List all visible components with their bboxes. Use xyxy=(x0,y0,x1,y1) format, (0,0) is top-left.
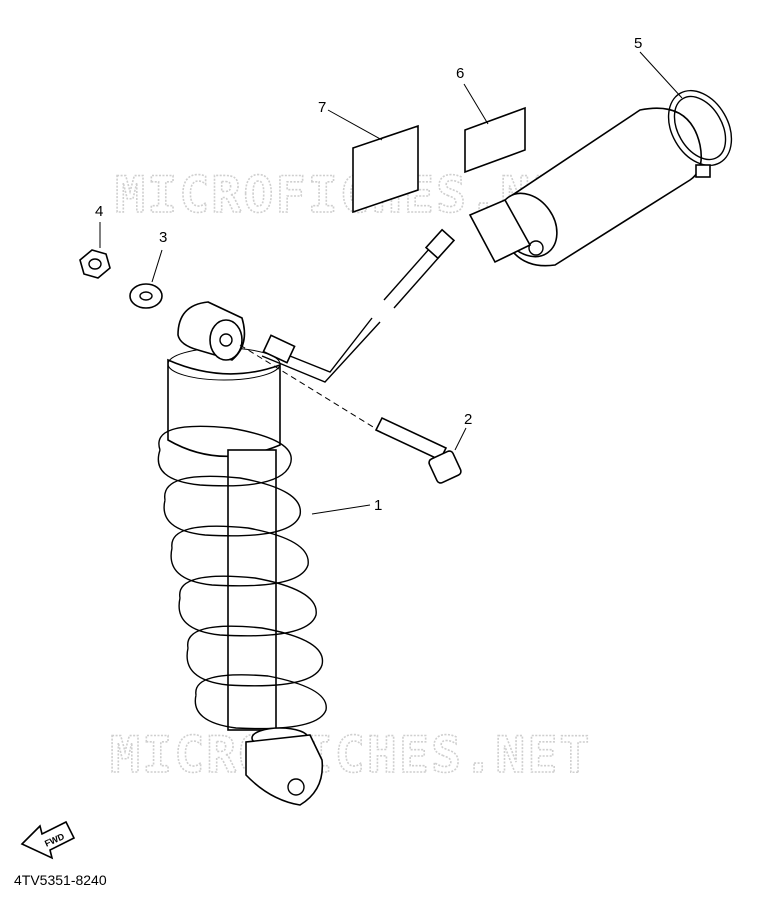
nut xyxy=(79,249,111,279)
watermark-bottom: MICROFICHES.NET xyxy=(110,726,592,784)
callout-7: 7 xyxy=(318,99,326,116)
callout-6: 6 xyxy=(456,65,464,82)
label-plate-6 xyxy=(464,106,526,174)
diagram-part-number: 4TV5351-8240 xyxy=(14,872,107,888)
shock-absorber xyxy=(157,301,327,806)
reservoir-canister xyxy=(468,89,733,267)
fwd-arrow-icon: FWD xyxy=(20,820,76,860)
callout-5: 5 xyxy=(634,35,642,52)
coil-spring xyxy=(157,425,327,730)
callout-3: 3 xyxy=(159,229,167,246)
washer xyxy=(129,283,163,309)
reservoir-hose xyxy=(261,228,456,383)
mounting-bolt xyxy=(239,344,462,484)
callout-1: 1 xyxy=(374,497,382,514)
callout-4: 4 xyxy=(95,203,103,220)
callout-2: 2 xyxy=(464,411,472,428)
label-plate-7 xyxy=(352,124,419,214)
